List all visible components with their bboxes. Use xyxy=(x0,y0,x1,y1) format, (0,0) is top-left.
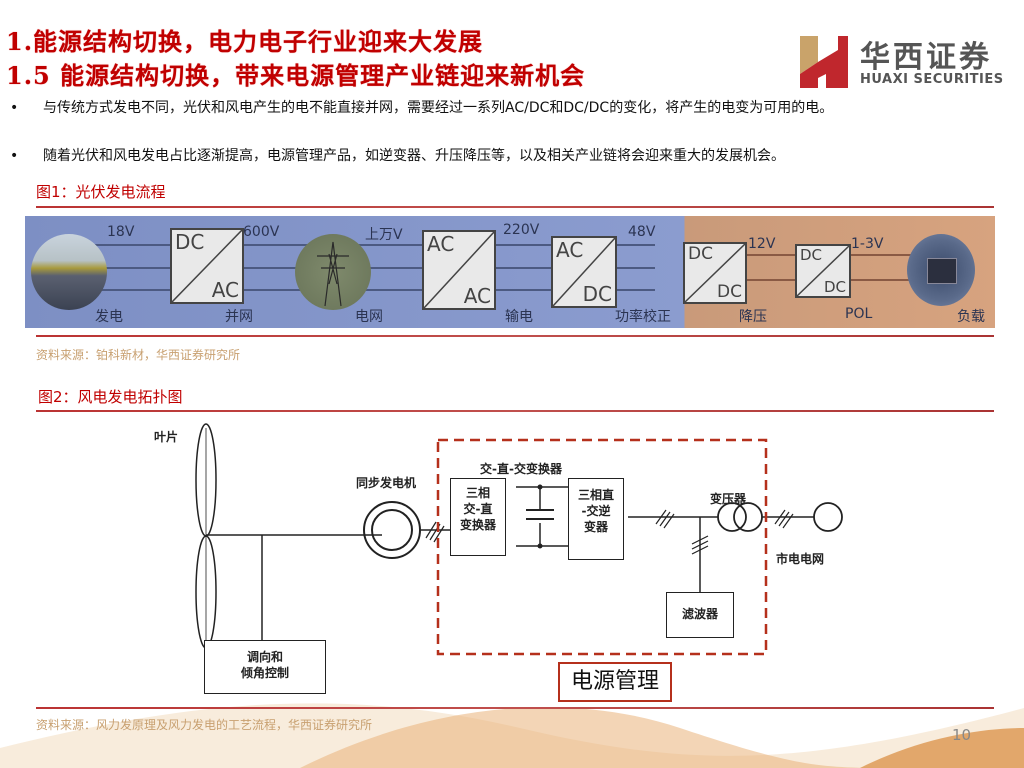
voltage-label: 220V xyxy=(503,222,540,238)
figure1-source: 资料来源：铂科新材，华西证券研究所 xyxy=(36,348,241,362)
voltage-label: 上万V xyxy=(365,227,403,243)
figure1-title: 图1：光伏发电流程 xyxy=(36,183,166,201)
generator-label: 同步发电机 xyxy=(356,476,417,490)
title-line-2: 1.5 能源结构切换，带来电源管理产业链迎来新机会 xyxy=(6,61,586,90)
bullet-marker: • xyxy=(10,100,19,116)
figure2-title: 图2：风电发电拓扑图 xyxy=(38,388,183,406)
power-tower-image xyxy=(295,234,371,310)
voltage-label: 1-3V xyxy=(851,236,884,252)
stage-label: 电网 xyxy=(355,309,383,325)
converter-group-label: 交-直-交变换器 xyxy=(480,462,562,476)
solar-panel-image xyxy=(31,234,107,310)
bullet-text: 随着光伏和风电发电占比逐渐提高，电源管理产品，如逆变器、升压降压等，以及相关产业… xyxy=(43,148,785,164)
figure2-bottom-rule xyxy=(36,707,994,709)
bullet-marker: • xyxy=(10,148,19,164)
flow-line xyxy=(95,267,655,269)
stage-label: 负载 xyxy=(957,309,985,325)
inverter-box: 三相直 -交逆 变器 xyxy=(568,478,624,560)
figure2-source: 资料来源：风力发原理及风力发电的工艺流程，华西证券研究所 xyxy=(36,718,373,732)
wind-topology-lines xyxy=(195,423,843,656)
stage-label: 发电 xyxy=(95,309,123,325)
chip-image xyxy=(907,234,975,306)
stage-label: 并网 xyxy=(225,309,253,325)
page-number: 10 xyxy=(952,726,972,744)
figure1-title-rule xyxy=(36,206,994,208)
power-management-label: 电源管理 xyxy=(558,662,672,702)
flow-line xyxy=(95,289,655,291)
stage-label: POL xyxy=(845,306,873,322)
logo-name-cn: 华西证券 xyxy=(860,40,992,75)
pitch-control-box: 调向和 倾角控制 xyxy=(204,640,326,694)
figure1-bottom-rule xyxy=(36,335,994,337)
huaxi-h-logo-icon xyxy=(800,36,848,88)
transformer-label: 变压器 xyxy=(710,492,747,506)
voltage-label: 48V xyxy=(628,224,656,240)
voltage-label: 600V xyxy=(243,224,280,240)
rectifier-box: 三相 交-直 变换器 xyxy=(450,478,506,556)
bullet-text: 与传统方式发电不同，光伏和风电产生的电不能直接并网，需要经过一系列AC/DC和D… xyxy=(43,100,834,116)
bullet-item: • 与传统方式发电不同，光伏和风电产生的电不能直接并网，需要经过一系列AC/DC… xyxy=(8,97,1008,119)
stage-label: 降压 xyxy=(739,309,767,325)
grid-label: 市电电网 xyxy=(776,552,825,566)
blades-label: 叶片 xyxy=(154,430,179,444)
stage-label: 输电 xyxy=(505,309,533,325)
logo-name-en: HUAXI SECURITIES xyxy=(860,72,1004,87)
title-line-1: 1.能源结构切换，电力电子行业迎来大发展 xyxy=(6,27,484,56)
wind-topology-diagram: 叶片 同步发电机 交-直-交变换器 变压器 市电电网 三相 交-直 变换器 三相… xyxy=(120,418,848,704)
filter-box: 滤波器 xyxy=(666,592,734,638)
bullet-item: • 随着光伏和风电发电占比逐渐提高，电源管理产品，如逆变器、升压降压等，以及相关… xyxy=(8,145,1008,167)
figure2-title-rule xyxy=(36,410,994,412)
company-logo: 华西证券 HUAXI SECURITIES xyxy=(796,34,1016,90)
decorative-wave-background xyxy=(0,703,1024,768)
voltage-label: 12V xyxy=(748,236,776,252)
voltage-label: 18V xyxy=(107,224,135,240)
stage-label: 功率校正 xyxy=(615,309,671,325)
flow-line xyxy=(95,244,655,246)
